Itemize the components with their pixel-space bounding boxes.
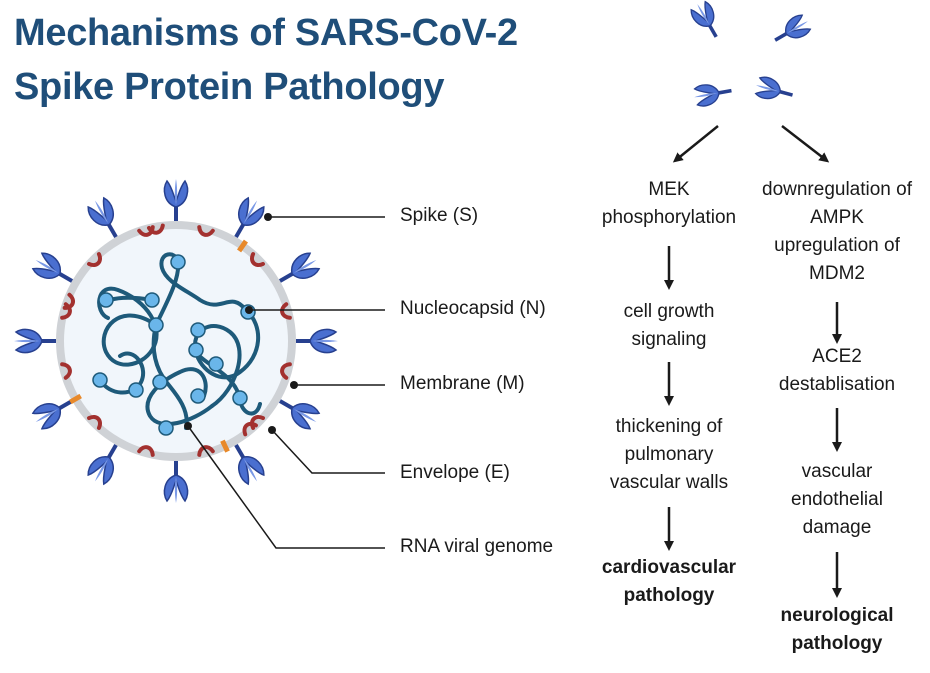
title-line-1: Mechanisms of SARS-CoV-2 [14, 12, 518, 54]
left-outcome: cardiovascular pathology [601, 557, 737, 606]
right-step-1: downregulation of AMPK upregulation of M… [762, 179, 912, 284]
nucleocapsid-icon [208, 356, 224, 372]
nucleocapsid-icon [98, 292, 114, 308]
membrane-protein-icon [137, 445, 155, 457]
membrane-protein-icon [147, 223, 165, 235]
membrane-protein-icon [60, 362, 72, 380]
label-spike: Spike (S) [400, 205, 479, 226]
label-membrane: Membrane (M) [400, 373, 525, 394]
nucleocapsid-icon [144, 292, 160, 308]
membrane-protein-icon [62, 292, 75, 310]
label-rna: RNA viral genome [400, 536, 554, 557]
envelope-callout-line [271, 429, 385, 474]
free-spike-icon [751, 73, 798, 107]
left-step-3: thickening of pulmonary vascular walls [609, 416, 729, 493]
membrane-protein-icon [60, 302, 72, 320]
right-step-3: vascular endothelial damage [791, 461, 883, 538]
envelope-protein-icon [237, 239, 248, 253]
flow-arrows [664, 125, 842, 598]
arrow-to-left-pathway [672, 125, 719, 163]
envelope-protein-icon [220, 439, 230, 453]
free-spike-icon [690, 78, 736, 110]
nucleocapsid-icon [190, 322, 206, 338]
virus-particle [12, 177, 340, 505]
virus-interior [64, 229, 288, 453]
envelope-protein-icon [69, 393, 82, 405]
label-nucleocapsid: Nucleocapsid (N) [400, 298, 546, 319]
nucleocapsid-icon [152, 374, 168, 390]
membrane-protein-icon [242, 421, 258, 437]
membrane-protein-icon [87, 252, 102, 267]
title-line-2: Spike Protein Pathology [14, 66, 445, 108]
membrane-protein-icon [137, 225, 155, 237]
membrane-protein-icon [197, 225, 215, 237]
membrane-protein-icon [197, 445, 215, 457]
nucleocapsid-icon [190, 388, 206, 404]
membrane-protein-icon [280, 302, 292, 320]
spike-protein-icon [162, 459, 190, 505]
nucleocapsid-icon [158, 420, 174, 436]
label-envelope: Envelope (E) [400, 462, 510, 483]
surface-proteins [12, 177, 340, 505]
arrow-to-right-pathway [781, 125, 830, 163]
nucleocapsid-icon [92, 372, 108, 388]
rna-genome-icon [97, 252, 262, 430]
free-spike-proteins [686, 0, 815, 110]
nucleocapsid-icon [128, 382, 144, 398]
rna-callout-line [187, 425, 385, 549]
spike-protein-icon [294, 327, 340, 355]
right-step-2: ACE2 destablisation [778, 346, 896, 395]
nucleocapsid-icon [148, 317, 164, 333]
spike-protein-icon [12, 327, 58, 355]
membrane-protein-icon [280, 362, 292, 380]
membrane-protein-icon [250, 252, 265, 267]
free-spike-icon [768, 10, 815, 52]
membrane-protein-icon [250, 415, 265, 430]
right-outcome: neurological pathology [780, 605, 894, 654]
nucleocapsid-icon [170, 254, 186, 270]
free-spike-icon [686, 0, 728, 44]
page-title: Mechanisms of SARS-CoV-2 Spike Protein P… [14, 6, 594, 114]
nucleocapsid-icon [232, 390, 248, 406]
callout-lines [187, 216, 385, 549]
spike-protein-icon [162, 177, 190, 223]
left-step-2: cell growth signaling [623, 301, 715, 350]
nucleocapsid-icon [188, 342, 204, 358]
callout-dots [184, 213, 298, 434]
left-step-1: MEK phosphorylation [601, 179, 737, 228]
membrane-protein-icon [87, 415, 102, 430]
